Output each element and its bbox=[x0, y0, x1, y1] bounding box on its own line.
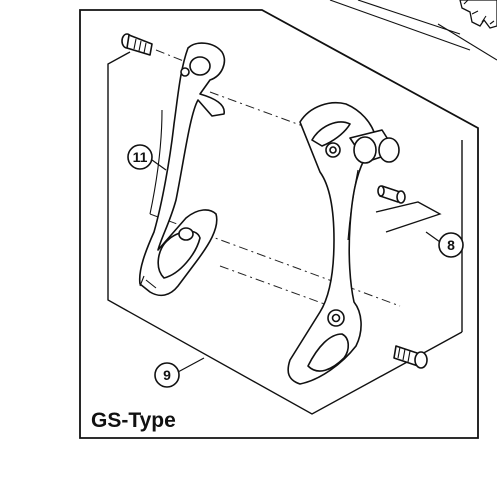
callout-8-number: 8 bbox=[447, 237, 455, 253]
axis-line-top bbox=[209, 91, 353, 145]
callout-11-number: 11 bbox=[133, 149, 148, 165]
stopper-pin-part-8 bbox=[377, 185, 406, 204]
axis-line-bottom bbox=[219, 265, 331, 307]
upper-bolt bbox=[121, 33, 153, 56]
type-label: GS-Type bbox=[91, 409, 176, 432]
sprocket-partial bbox=[329, 0, 497, 61]
lower-bolt bbox=[393, 345, 428, 369]
callout-8: 8 bbox=[438, 232, 464, 258]
callout-8-leader bbox=[425, 231, 441, 243]
callout-11: 11 bbox=[127, 144, 153, 170]
callout-9-leader bbox=[177, 357, 205, 373]
callout-11-leader bbox=[151, 159, 167, 171]
group-9-boundary bbox=[107, 51, 463, 415]
outer-plate bbox=[287, 102, 400, 385]
axis-line-upper-bolt bbox=[155, 49, 197, 67]
diagram-frame bbox=[79, 9, 479, 439]
inner-plate-part-11 bbox=[138, 42, 226, 297]
callout-9: 9 bbox=[154, 362, 180, 388]
group-8-boundary bbox=[375, 201, 442, 233]
callout-9-number: 9 bbox=[163, 367, 171, 383]
